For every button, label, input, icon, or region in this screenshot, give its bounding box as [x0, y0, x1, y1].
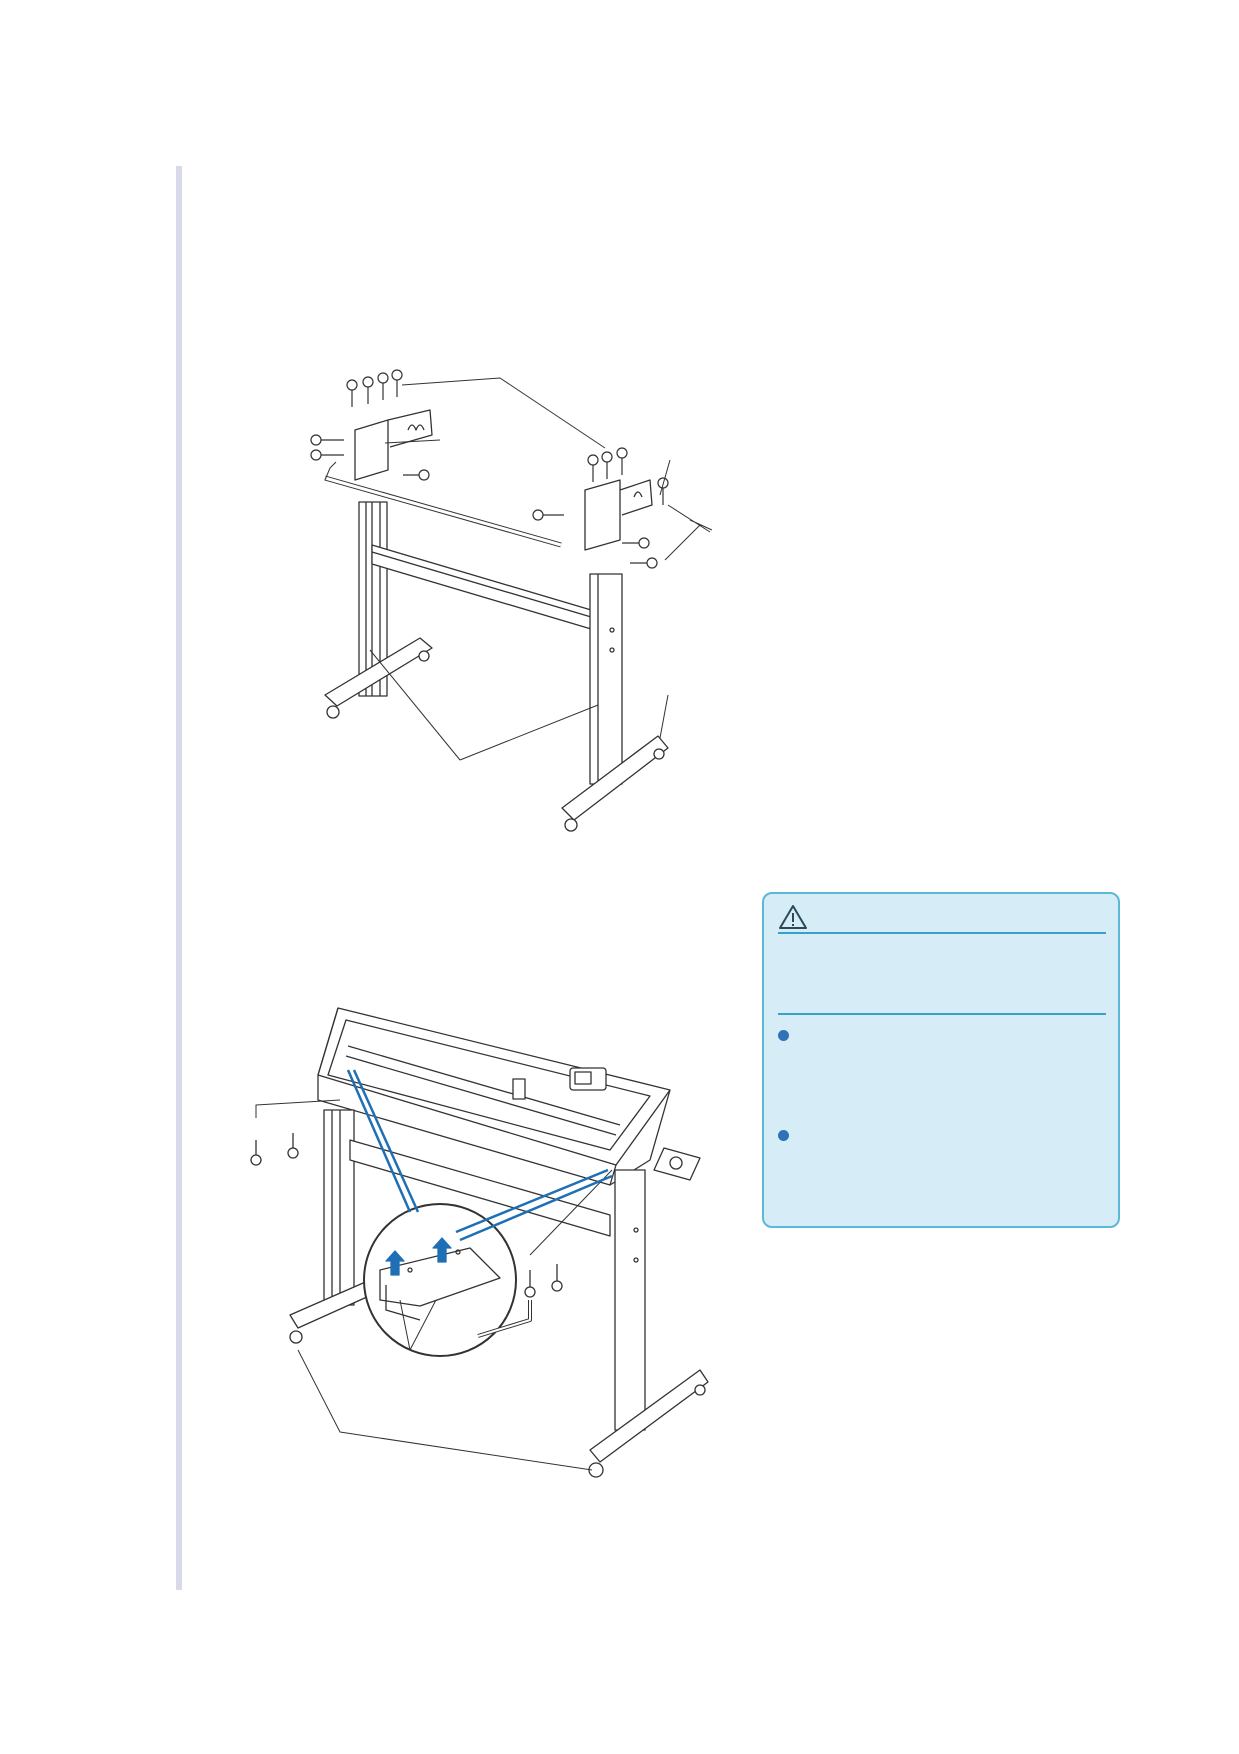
caution-header [778, 904, 1106, 934]
caution-box [762, 892, 1120, 1228]
page-margin-rule [176, 166, 182, 1590]
note-item [778, 1026, 1106, 1116]
stand-assembly-figure [290, 360, 730, 840]
caution-divider [778, 1013, 1106, 1015]
bullet-dot-icon [778, 1030, 789, 1041]
warning-triangle-icon [779, 905, 807, 929]
caution-text [778, 946, 1106, 1000]
bullet-dot-icon [778, 1130, 789, 1141]
note-item [778, 1126, 1106, 1216]
plotter-mounting-figure [245, 995, 715, 1485]
